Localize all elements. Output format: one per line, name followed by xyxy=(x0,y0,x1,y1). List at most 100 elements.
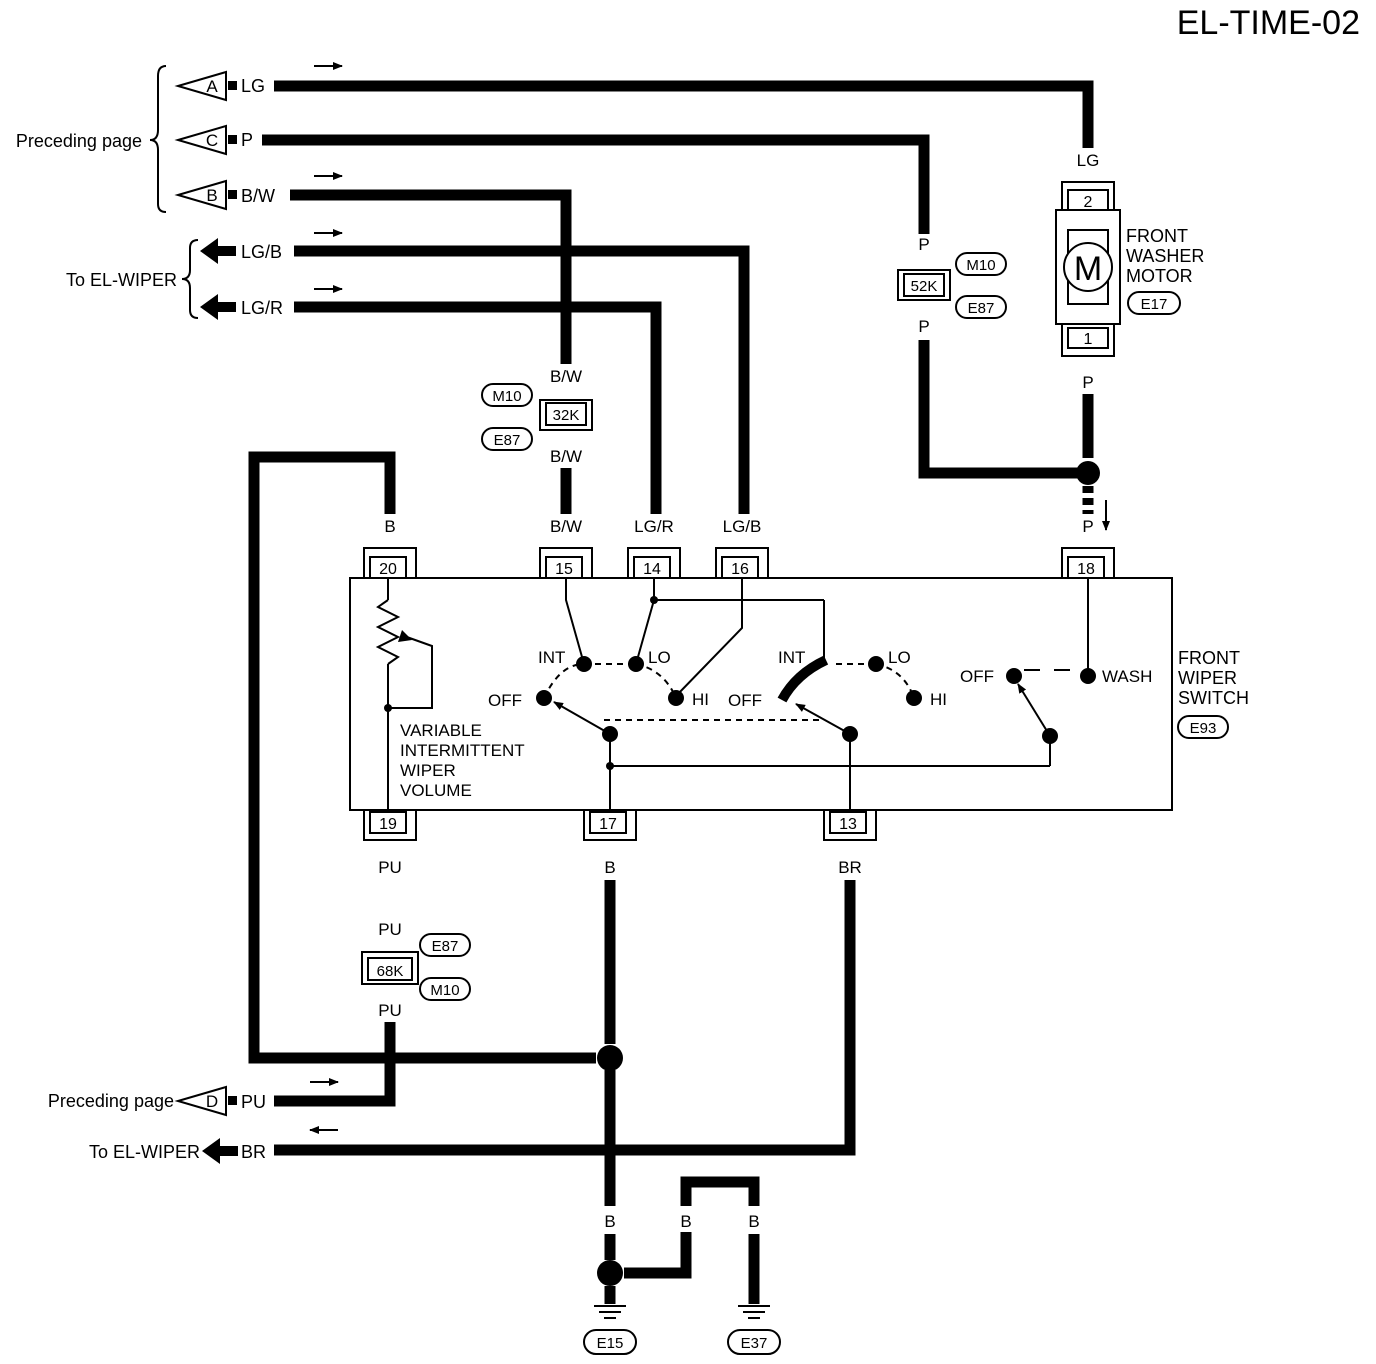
switch-pin-19: 19 xyxy=(363,810,417,841)
pin-dot xyxy=(228,135,237,144)
svg-text:E93: E93 xyxy=(1190,720,1217,737)
arrow-out-icon xyxy=(200,238,236,264)
joint-connector-52k: 52K xyxy=(897,269,951,301)
wire-label-lgr-14: LG/R xyxy=(634,517,674,536)
switch-pin-17: 17 xyxy=(583,810,637,841)
ground-icon xyxy=(738,1305,770,1319)
svg-text:C: C xyxy=(206,131,218,150)
to-el-wiper-label-bottom: To EL-WIPER xyxy=(89,1142,200,1162)
svg-text:D: D xyxy=(206,1092,218,1111)
brace-preceding-top xyxy=(149,65,167,213)
wiper-switch-label-1: FRONT xyxy=(1178,648,1240,668)
arrow-out-icon xyxy=(200,294,236,320)
svg-text:17: 17 xyxy=(599,816,617,833)
wire-lg xyxy=(274,80,1094,148)
position-int-2: INT xyxy=(778,648,805,667)
joint-connector-32k: 32K xyxy=(539,399,593,431)
switch-section-1 xyxy=(536,578,825,810)
svg-text:E17: E17 xyxy=(1141,296,1168,313)
wiper-switch-label-3: SWITCH xyxy=(1178,688,1249,708)
svg-text:19: 19 xyxy=(379,816,397,833)
position-off-1: OFF xyxy=(488,691,522,710)
splice-node xyxy=(597,1260,623,1286)
variable-resistor xyxy=(375,578,433,810)
wire-b-loop xyxy=(248,451,596,1064)
wire-lgr xyxy=(294,301,662,514)
volume-label-2: INTERMITTENT xyxy=(400,741,525,760)
svg-text:M: M xyxy=(1074,250,1102,288)
wire-label-br-13: BR xyxy=(838,858,862,877)
position-off-3: OFF xyxy=(960,667,994,686)
position-int-1: INT xyxy=(538,648,565,667)
washer-motor-label-3: MOTOR xyxy=(1126,266,1193,286)
svg-text:1: 1 xyxy=(1084,331,1093,348)
pin-dot xyxy=(228,190,237,199)
wire-label-pu-d: PU xyxy=(241,1092,266,1112)
pin-dot xyxy=(228,81,237,90)
wire-label-b-ground-3: B xyxy=(748,1212,759,1231)
connector-id-e37: E37 xyxy=(727,1329,781,1355)
wire-p-bottom xyxy=(918,340,1088,479)
wire-label-b-ground-1: B xyxy=(604,1212,615,1231)
wire-label-p-motor: P xyxy=(1082,373,1093,392)
switch-pin-20: 20 xyxy=(363,547,417,579)
wire-pu xyxy=(274,1022,396,1107)
wire-label-pu-68k-top: PU xyxy=(378,920,402,939)
connector-B: B xyxy=(174,179,227,211)
connector-A: A xyxy=(174,70,227,102)
svg-text:E37: E37 xyxy=(741,1335,768,1352)
wire-label-bw-32k-bottom: B/W xyxy=(550,447,582,466)
front-washer-motor: 2 M 1 xyxy=(1055,181,1121,357)
position-wash: WASH xyxy=(1102,667,1152,686)
svg-text:E87: E87 xyxy=(494,432,521,449)
svg-text:M10: M10 xyxy=(966,257,995,274)
position-lo-1: LO xyxy=(648,648,671,667)
wire-br xyxy=(274,880,856,1156)
svg-text:B: B xyxy=(206,186,217,205)
wire-lgb xyxy=(294,245,750,514)
wire-label-p: P xyxy=(241,130,253,150)
wire-label-bw-15: B/W xyxy=(550,517,582,536)
preceding-page-label-top: Preceding page xyxy=(16,131,142,151)
svg-text:M10: M10 xyxy=(430,982,459,999)
position-hi-2: HI xyxy=(930,690,947,709)
svg-text:E87: E87 xyxy=(432,938,459,955)
svg-text:E87: E87 xyxy=(968,300,995,317)
wire-label-lgb: LG/B xyxy=(241,242,282,262)
svg-text:32K: 32K xyxy=(553,407,580,424)
connector-D: D xyxy=(174,1085,227,1117)
connector-id-e87: E87 xyxy=(955,295,1007,319)
splice-node xyxy=(1076,461,1100,485)
page-title: EL-TIME-02 xyxy=(1177,4,1360,42)
connector-id-e17: E17 xyxy=(1127,291,1181,315)
wire-b-jumper xyxy=(624,1232,692,1279)
front-wiper-switch xyxy=(349,577,1173,811)
connector-id-e87: E87 xyxy=(419,933,471,957)
wire-label-p-18: P xyxy=(1082,517,1093,536)
switch-section-3 xyxy=(610,578,1096,767)
wire-label-lg: LG xyxy=(241,76,265,96)
wire-b-bridge xyxy=(680,1176,760,1206)
wire-label-pu-19: PU xyxy=(378,858,402,877)
svg-text:2: 2 xyxy=(1084,194,1093,211)
connector-C: C xyxy=(174,124,227,156)
connector-id-e15: E15 xyxy=(583,1329,637,1355)
volume-label-4: VOLUME xyxy=(400,781,472,800)
wire-bw-top xyxy=(290,189,572,364)
wire-label-p-52k-top: P xyxy=(918,235,929,254)
motor-icon xyxy=(1063,242,1113,292)
connector-id-m10: M10 xyxy=(419,977,471,1001)
svg-text:A: A xyxy=(206,77,218,96)
wiper-switch-label-2: WIPER xyxy=(1178,668,1237,688)
svg-text:15: 15 xyxy=(555,561,573,578)
svg-text:M10: M10 xyxy=(492,388,521,405)
pin-dot xyxy=(228,1096,237,1105)
connector-id-m10: M10 xyxy=(955,252,1007,276)
svg-text:68K: 68K xyxy=(377,963,404,980)
joint-connector-68k: 68K xyxy=(361,951,419,985)
svg-text:16: 16 xyxy=(731,561,749,578)
svg-text:E15: E15 xyxy=(597,1335,624,1352)
svg-text:18: 18 xyxy=(1077,561,1095,578)
preceding-page-label-bottom: Preceding page xyxy=(48,1091,174,1111)
volume-label-3: WIPER xyxy=(400,761,456,780)
